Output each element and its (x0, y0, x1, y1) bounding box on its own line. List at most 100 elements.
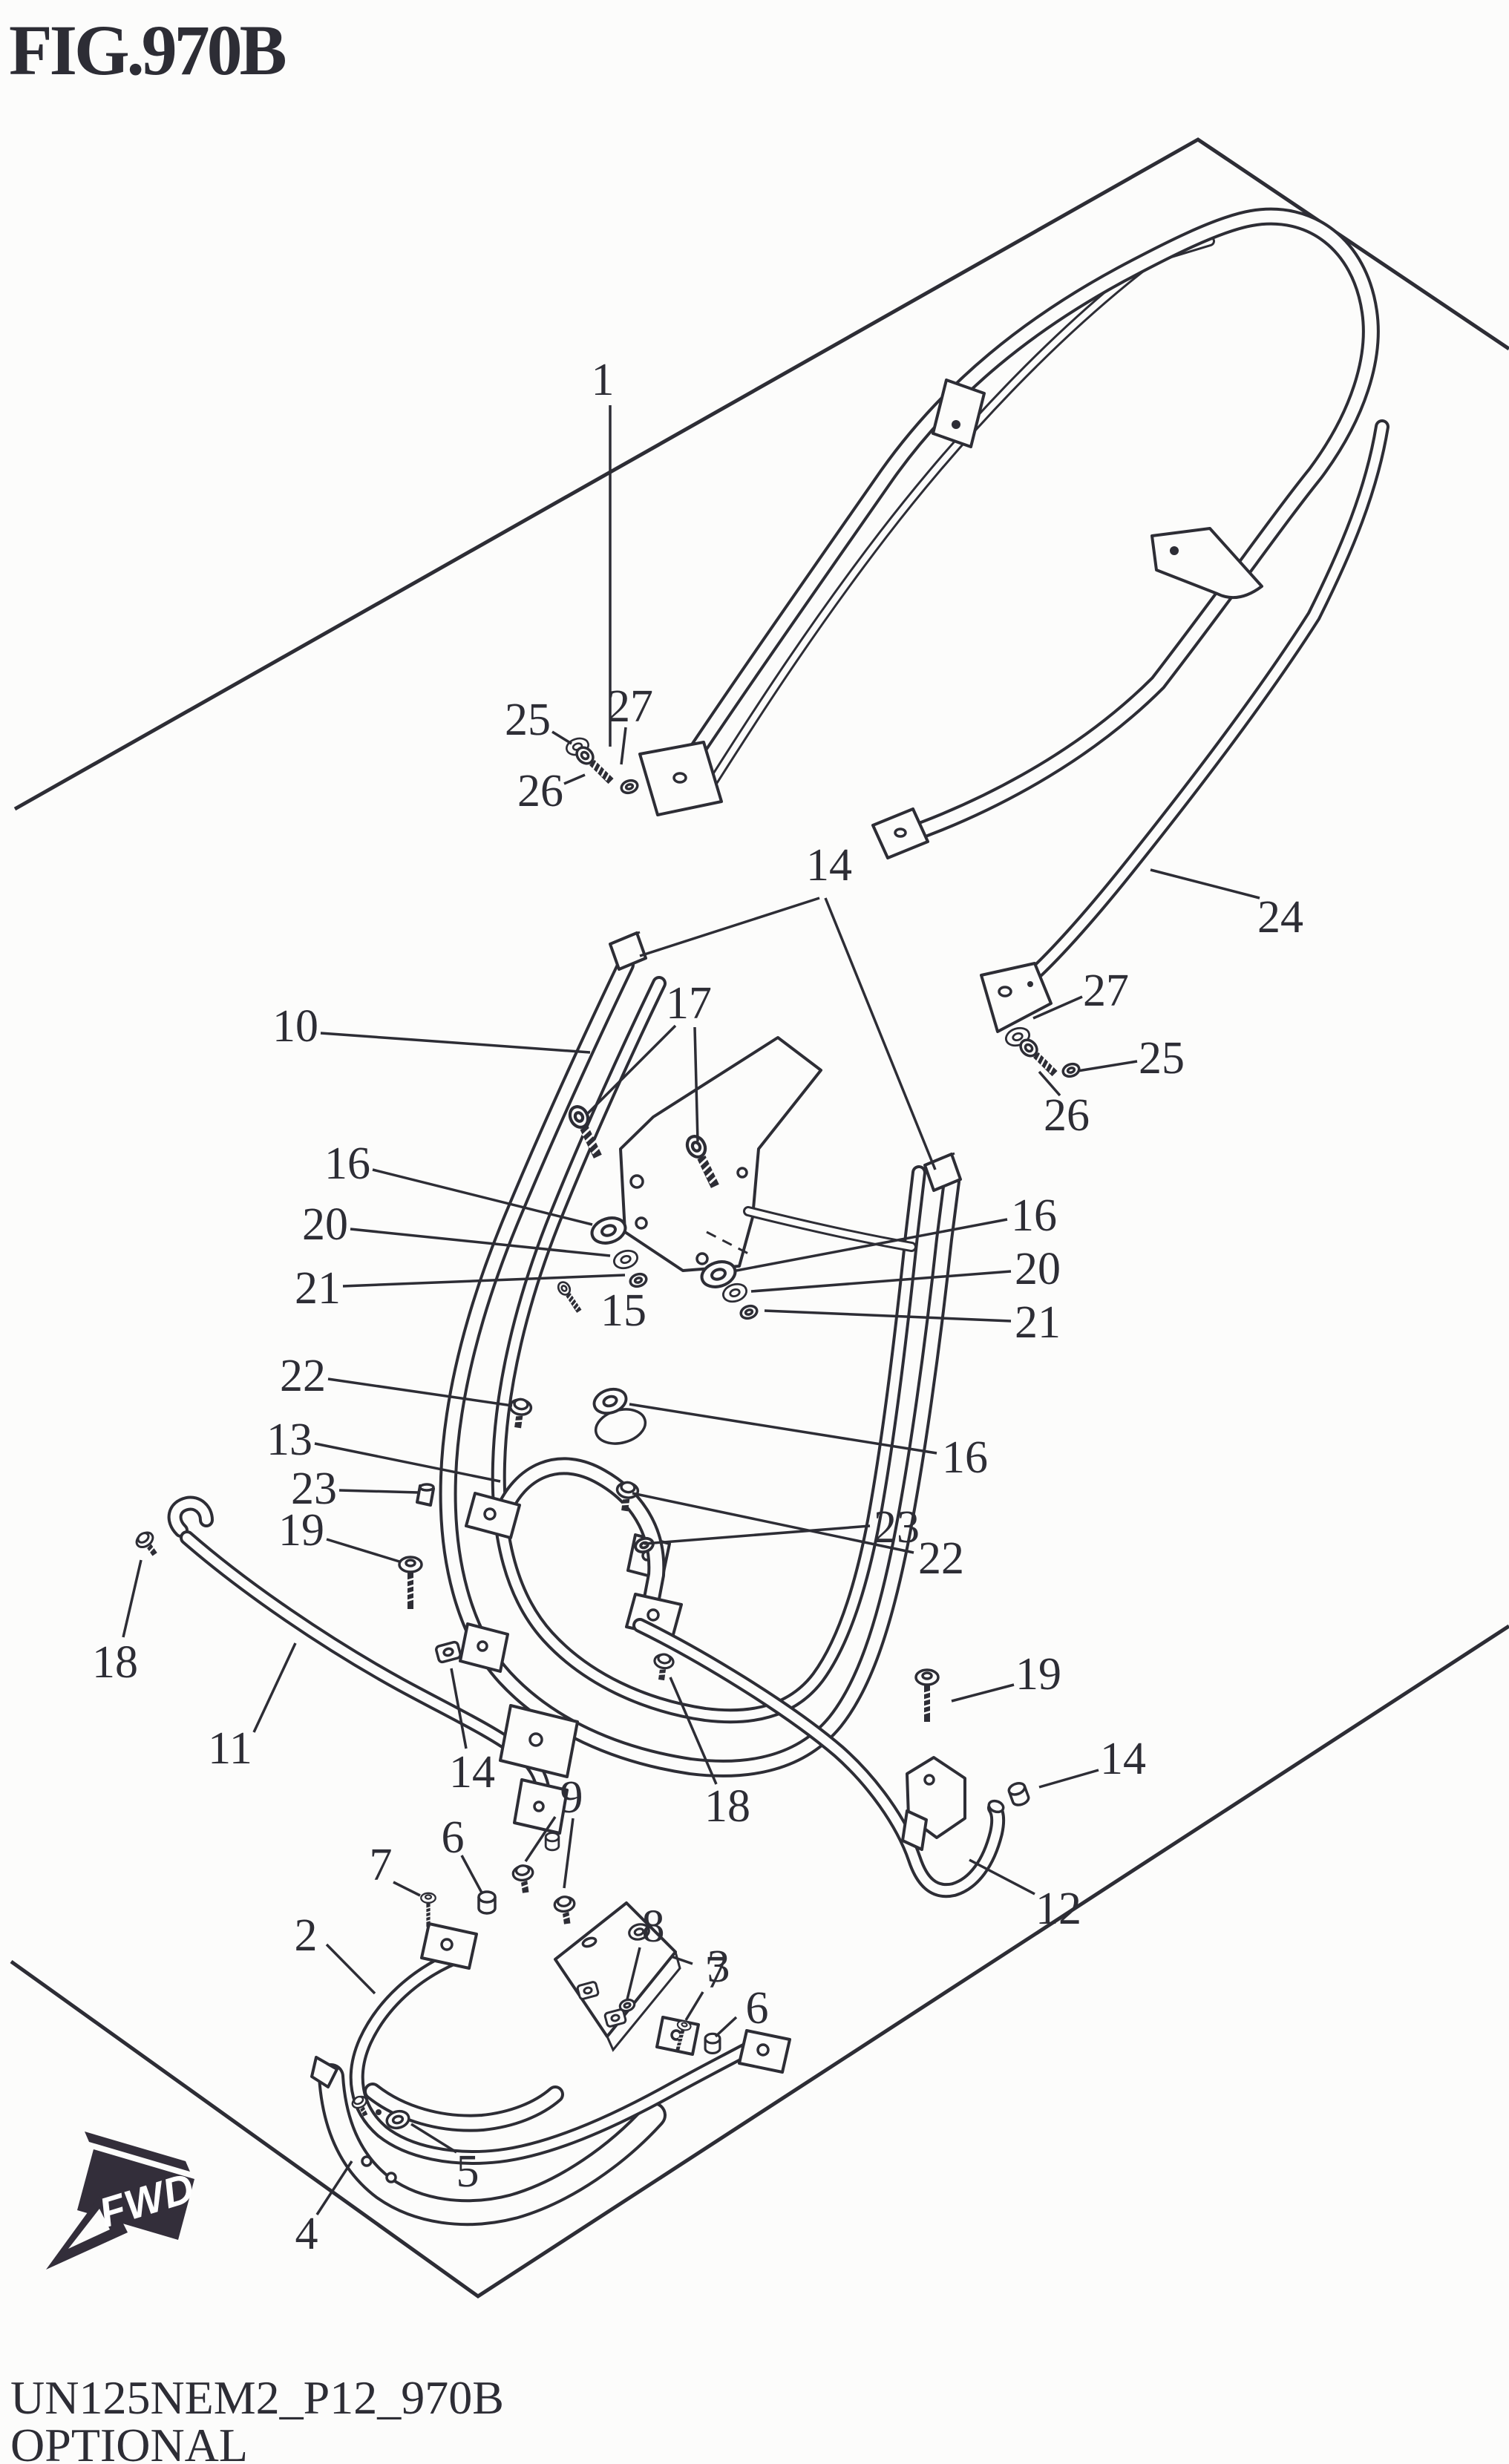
callout-25: 25 (1139, 1033, 1185, 1084)
washer-16-left (589, 1214, 629, 1248)
callout-26: 26 (517, 766, 563, 816)
nut-14-right (1006, 1780, 1032, 1809)
leader-line-27 (1032, 995, 1083, 1020)
leader-line-25 (551, 730, 572, 745)
leader-line-6 (460, 1855, 484, 1895)
leader-line-18 (669, 1677, 718, 1785)
leader-line-24 (1150, 868, 1260, 900)
leader-line-27 (620, 727, 627, 765)
bolt-15 (551, 1278, 589, 1312)
leader-line-10 (320, 1032, 591, 1054)
gusset-plate (619, 1036, 822, 1272)
leader-line-14 (639, 897, 820, 957)
leader-line-16 (736, 1218, 1008, 1272)
washer-27-left (618, 777, 641, 796)
part-2-front-pipe (349, 1922, 791, 2165)
callout-6: 6 (442, 1812, 465, 1863)
callout-12: 12 (1035, 1884, 1081, 1934)
nut-6-right (704, 2032, 721, 2054)
callout-14: 14 (806, 840, 852, 891)
callout-16: 16 (1011, 1190, 1057, 1241)
footer-code: UN125NEM2_P12_970B (10, 2371, 504, 2424)
callout-4: 4 (295, 2209, 318, 2259)
leader-line-12 (969, 1858, 1035, 1895)
leader-line-17 (693, 1026, 699, 1142)
callout-27: 27 (1083, 966, 1129, 1016)
diagram-border (10, 137, 1509, 2299)
callout-27: 27 (607, 681, 653, 732)
fwd-arrowhead-notch (68, 2209, 110, 2249)
leader-line-8 (626, 1947, 641, 2000)
callout-18: 18 (92, 1637, 138, 1688)
leader-line-2 (325, 1943, 376, 1995)
callout-22: 22 (280, 1351, 326, 1401)
leader-line-11 (252, 1642, 297, 1733)
leader-line-16 (629, 1403, 937, 1455)
callout-11: 11 (208, 1723, 252, 1774)
nut-6-left (477, 1890, 497, 1915)
part-24-stay-pipe (980, 419, 1389, 1033)
leader-line-9 (524, 1816, 557, 1862)
callout-1: 1 (592, 355, 615, 405)
part-24-mount-lug (980, 962, 1053, 1033)
footer-note: OPTIONAL (10, 2419, 248, 2464)
leader-line-14 (450, 1668, 468, 1749)
callout-14: 14 (449, 1747, 495, 1798)
callout-13: 13 (266, 1415, 312, 1465)
bolt-22-left (508, 1398, 532, 1429)
screw-9-a (512, 1864, 535, 1894)
callout-9: 9 (560, 1772, 583, 1823)
leader-line-25 (1077, 1060, 1138, 1072)
part-4-outer-band (310, 2056, 667, 2227)
callout-26: 26 (1044, 1090, 1090, 1141)
part-1-center-tab (932, 379, 986, 448)
part-4-left-tip (310, 2056, 338, 2088)
screw-19-right (916, 1670, 938, 1722)
leader-line-20 (750, 1270, 1012, 1293)
leader-line-3 (670, 1955, 693, 1965)
fwd-arrow: FWD (46, 2132, 200, 2270)
callout-23: 23 (874, 1502, 920, 1553)
bolt-18-center (652, 1653, 675, 1681)
part-1-carrier (638, 207, 1380, 859)
callout-23: 23 (291, 1464, 337, 1514)
callout-5: 5 (456, 2146, 479, 2197)
leader-line-6 (714, 2016, 738, 2038)
screw-19-left (399, 1557, 422, 1609)
callout-6: 6 (746, 1983, 769, 2034)
callout-21: 21 (1015, 1297, 1061, 1348)
callout-16: 16 (942, 1432, 988, 1483)
leader-line-19 (951, 1683, 1015, 1703)
leader-line-23 (338, 1489, 419, 1494)
cap-part-11 (544, 1832, 560, 1852)
part-12-bracket-step (901, 1809, 928, 1851)
leader-line-21 (342, 1274, 626, 1288)
frame-tip-cap-left (609, 931, 647, 971)
callout-17: 17 (666, 978, 712, 1029)
leader-line-5 (410, 2123, 457, 2154)
fwd-flag-top-edge (85, 2132, 190, 2172)
leader-line-23 (644, 1524, 871, 1545)
callout-8: 8 (642, 1901, 665, 1952)
callout-7: 7 (705, 1947, 728, 1998)
callout-19: 19 (278, 1505, 324, 1556)
leader-line-26 (563, 773, 586, 785)
leader-line-16 (372, 1168, 593, 1226)
leader-line-19 (326, 1538, 400, 1563)
screw-9-b (554, 1895, 577, 1925)
callout-7: 7 (370, 1840, 393, 1890)
leader-line-7 (393, 1881, 421, 1897)
washer-20-left (610, 1247, 641, 1272)
callout-22: 22 (918, 1533, 964, 1584)
callout-19: 19 (1015, 1649, 1061, 1700)
leader-line-4 (315, 2160, 353, 2215)
callout-25: 25 (505, 695, 551, 745)
part-3-plate (554, 1901, 681, 2052)
part-10-rack-frame (416, 931, 962, 1777)
leader-line-21 (764, 1309, 1012, 1323)
callout-15: 15 (600, 1285, 647, 1336)
washer-21-right (738, 1303, 760, 1322)
part-11-left-stay (167, 1495, 579, 1835)
